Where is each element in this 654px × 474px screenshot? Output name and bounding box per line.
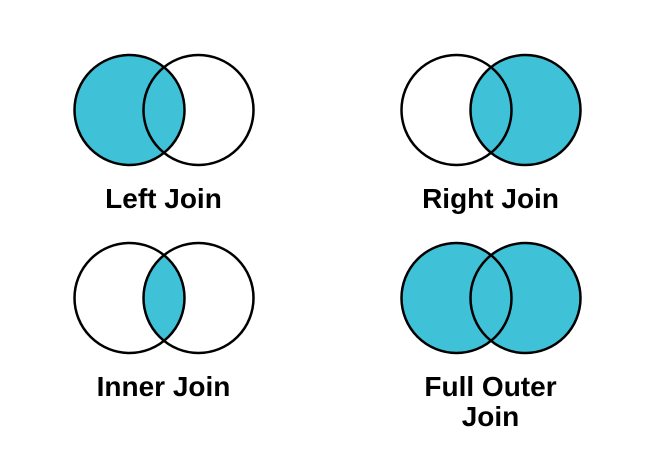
intersection-region-fill [143,255,184,342]
inner-join-cell: Inner Join [0,238,327,432]
right-join-cell: Right Join [327,50,654,214]
intersection-region-fill [470,67,511,153]
right-join-label: Right Join [422,183,559,214]
left-circle-outline [399,241,513,355]
left-join-venn-diagram [72,53,255,167]
intersection-region-fill [143,67,184,153]
inner-join-venn-diagram [72,241,255,355]
full-outer-join-venn-diagram [399,241,582,355]
right-circle-outline [141,53,255,167]
right-join-venn-diagram [399,53,582,167]
left-join-label: Left Join [105,183,222,214]
full-outer-join-cell: Full Outer Join [327,238,654,432]
inner-join-label: Inner Join [96,371,231,403]
left-circle-outline [399,53,513,167]
left-circle-outline [72,53,186,167]
join-diagram-grid: Left Join Right Join Inner Join [0,50,654,432]
left-circle-outline [72,241,186,355]
intersection-region-fill [470,255,511,342]
right-circle-outline [468,241,582,355]
right-circle-outline [141,241,255,355]
left-join-cell: Left Join [0,50,327,214]
full-outer-join-label: Full Outer Join [424,371,557,433]
right-circle-outline [468,53,582,167]
